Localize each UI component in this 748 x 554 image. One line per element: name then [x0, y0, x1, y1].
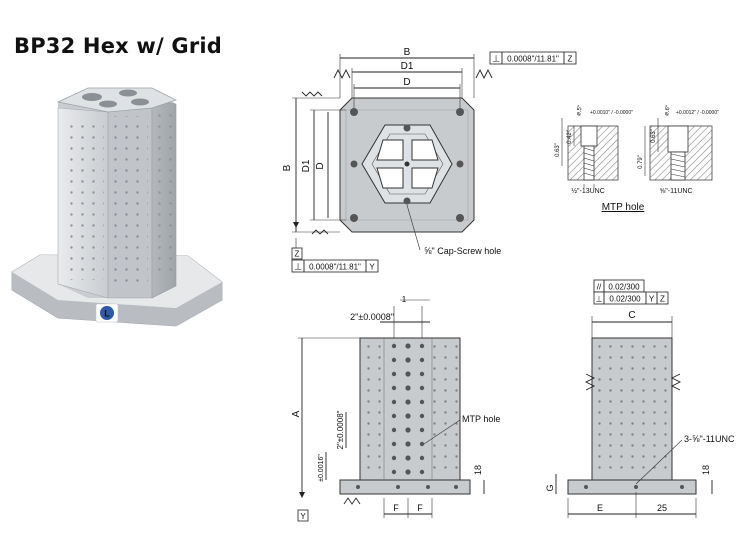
dim-25-label: 25	[657, 503, 667, 513]
front-dim-18: 18	[473, 465, 483, 475]
dim-b-vertical-label: B	[282, 164, 293, 171]
side-thread-label: 3-⅝"-11UNC	[684, 434, 735, 444]
right-depth1: 0.63"	[651, 129, 657, 143]
side-tol2-ref-z: Z	[660, 295, 665, 304]
surface-finish-icon	[333, 68, 351, 80]
side-dim-18: 18	[701, 465, 711, 475]
side-tol1: 0.02/300	[608, 283, 640, 292]
right-thread-label: ⅝"-11UNC	[659, 188, 692, 195]
dim-d-label: D	[403, 77, 410, 88]
cap-screw-label: ⅝" Cap-Screw hole	[424, 246, 501, 256]
side-view: // 0.02/300 ⊥ 0.02/300 Y Z C 3-⅝"-11UNC …	[545, 279, 735, 518]
front-top-dim: 2"±0.0008"	[350, 312, 394, 322]
dim-g-label: G	[545, 484, 555, 491]
tolerance-value: 0.0008"/11.81"	[507, 55, 559, 64]
dim-d1-vertical-label: D1	[301, 159, 312, 172]
side-tol2: 0.02/300	[609, 295, 641, 304]
front-top-mark: 1	[402, 295, 407, 304]
tolerance-ref: Z	[568, 55, 573, 64]
dim-d1-label: D1	[401, 61, 414, 72]
front-view: 2"±0.0008" 1 A 2"±0.0008" ±0.0016" MTP h…	[291, 295, 500, 522]
top-view: B D1 D ⊥ 0.0008"/11.81" Z B D1 D Z	[282, 47, 577, 273]
left-depth1: 0.42"	[567, 130, 573, 144]
dim-a-label: A	[291, 410, 302, 417]
front-mtp-label: MTP hole	[462, 414, 500, 424]
tolerance-value: 0.0008"/11.81"	[309, 263, 361, 272]
product-3d-illustration: L	[11, 87, 223, 327]
left-dia: ø.5"	[576, 105, 584, 117]
tolerance-frame	[489, 51, 577, 65]
svg-text:⊥: ⊥	[596, 295, 603, 304]
right-tol: +0.0012" / -0.0000"	[676, 110, 719, 116]
mtp-hole-detail: 0.42" 0.63" 0.63" 0.79" ø.5" +0.0010" / …	[555, 105, 719, 213]
right-dia: ø.6"	[664, 105, 672, 117]
mtp-hole-caption: MTP hole	[602, 202, 645, 213]
tolerance-axis: Y	[369, 263, 375, 272]
dim-d-vertical-label: D	[315, 162, 326, 169]
front-small-tol: ±0.0016"	[318, 454, 325, 482]
svg-text:⊥: ⊥	[492, 54, 500, 64]
tolerance-frame	[291, 259, 379, 273]
surface-finish-icon	[475, 68, 493, 80]
dim-b-label: B	[404, 47, 411, 58]
logo-icon	[100, 306, 114, 320]
left-tol: +0.0010" / -0.0000"	[590, 110, 633, 116]
dim-c-label: C	[628, 310, 635, 321]
tolerance-frame	[593, 291, 669, 305]
page-title: BP32 Hex w/ Grid	[14, 34, 223, 58]
dim-f2: F	[417, 503, 423, 513]
front-vert-dim: 2"±0.0008"	[336, 410, 345, 449]
side-tol2-ref-y: Y	[649, 295, 655, 304]
dim-e-label: E	[597, 503, 603, 513]
right-depth2: 0.79"	[638, 155, 644, 169]
left-thread-label: ½"-13UNC	[571, 187, 605, 195]
svg-text://: //	[597, 283, 602, 292]
datum-y: Y	[300, 512, 306, 521]
left-depth2: 0.63"	[555, 143, 561, 157]
datum-z: Z	[295, 250, 300, 259]
svg-text:L: L	[104, 309, 110, 319]
svg-text:⊥: ⊥	[294, 262, 302, 272]
dim-f1: F	[393, 503, 399, 513]
